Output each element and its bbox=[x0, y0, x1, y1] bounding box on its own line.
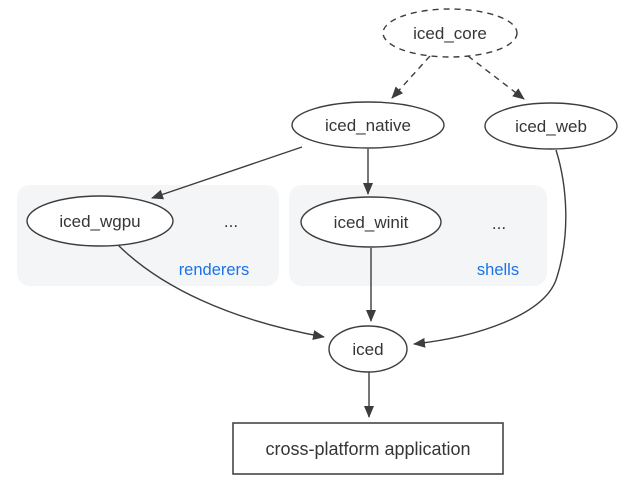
node-cross-platform-application bbox=[232, 422, 504, 475]
node-iced-core-label: iced_core bbox=[413, 24, 487, 43]
edge-native-to-wgpu bbox=[151, 146, 303, 200]
node-iced-web bbox=[484, 102, 618, 150]
renderers-group-label: renderers bbox=[179, 261, 250, 279]
node-iced-native bbox=[291, 101, 445, 149]
node-iced-native-label: iced_native bbox=[325, 116, 411, 135]
node-cross-platform-application-label: cross-platform application bbox=[265, 439, 470, 459]
node-iced-winit-label: iced_winit bbox=[334, 213, 409, 232]
edge-core-to-native bbox=[391, 55, 431, 99]
shells-ellipsis: ... bbox=[492, 214, 506, 233]
node-iced-label: iced bbox=[352, 340, 383, 359]
edge-web-to-iced bbox=[413, 149, 567, 348]
edge-core-to-web bbox=[467, 55, 525, 100]
node-iced-winit bbox=[300, 196, 442, 248]
shells-group-label: shells bbox=[477, 261, 519, 279]
renderers-ellipsis: ... bbox=[224, 212, 238, 231]
node-iced-wgpu bbox=[26, 195, 174, 247]
edge-wgpu-to-iced bbox=[116, 243, 325, 340]
node-iced-wgpu-label: iced_wgpu bbox=[59, 212, 140, 231]
node-iced-core bbox=[382, 8, 518, 58]
node-iced-web-label: iced_web bbox=[515, 117, 587, 136]
node-iced bbox=[328, 325, 408, 373]
